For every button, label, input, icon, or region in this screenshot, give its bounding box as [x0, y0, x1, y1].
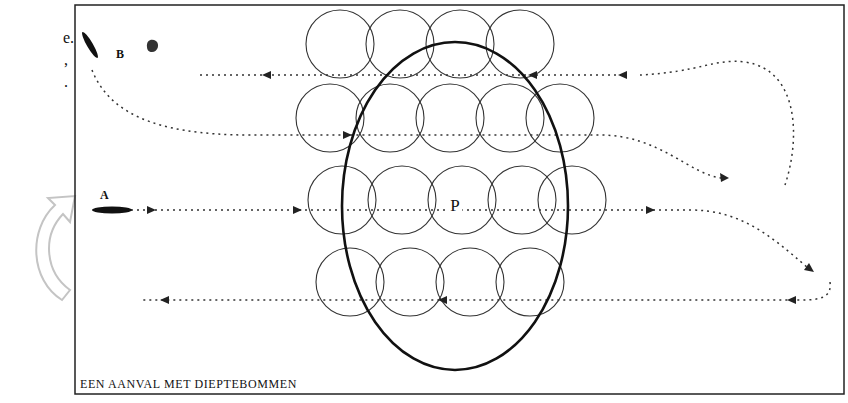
- text-fragment: ,: [64, 52, 68, 68]
- ship-tracks: [92, 61, 830, 300]
- text-fragment: e.: [63, 30, 74, 46]
- area-letter: P: [447, 195, 462, 217]
- area-outline: [342, 42, 568, 370]
- ship-letter: A: [100, 189, 109, 201]
- watermark-arrow: [36, 196, 75, 300]
- depth-charge-area: P: [340, 40, 570, 372]
- ship-b: [80, 31, 100, 60]
- ship-a: [92, 207, 132, 214]
- arrowheads: [147, 71, 814, 304]
- frame: [75, 5, 844, 394]
- caption: EEN AANVAL MET DIEPTEBOMMEN: [80, 377, 297, 392]
- text-fragment: .: [64, 74, 68, 90]
- submarine: [147, 40, 158, 52]
- ship-letter: B: [116, 48, 124, 60]
